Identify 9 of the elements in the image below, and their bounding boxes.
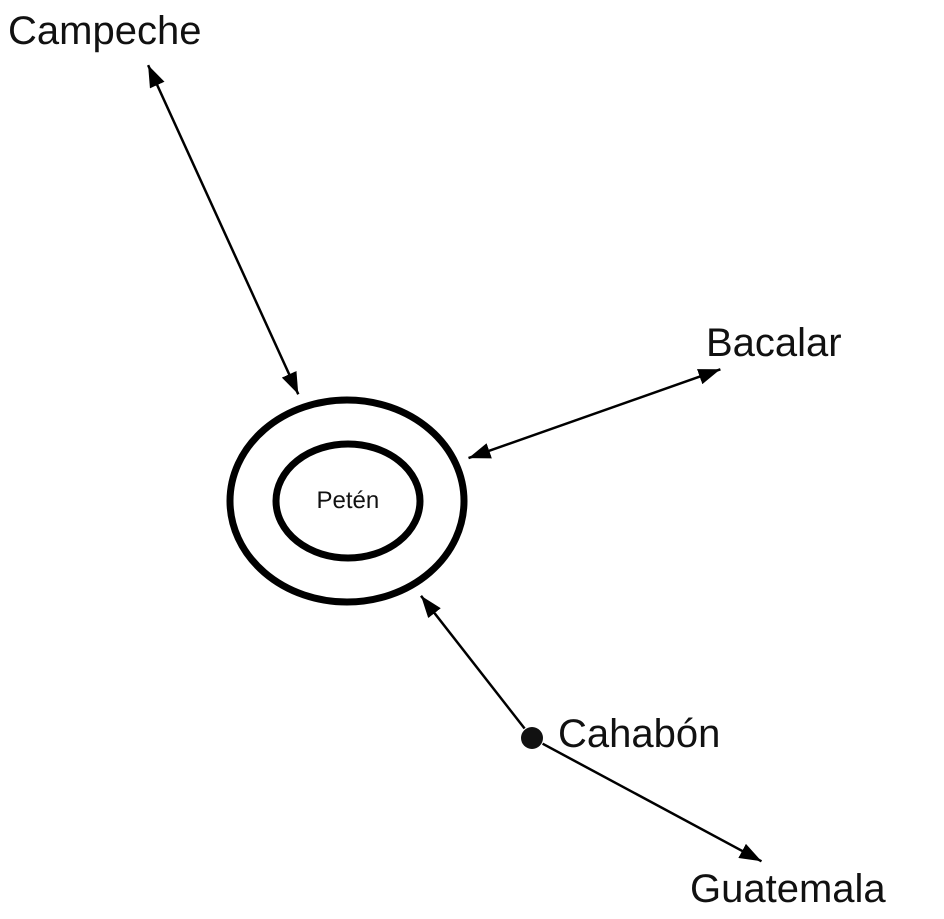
place-label: Guatemala [690, 866, 940, 914]
place-label: Cahabón [558, 714, 720, 754]
double-arrow [468, 367, 721, 460]
arrow [420, 595, 526, 730]
arrow [542, 742, 762, 862]
place-label: Petén [316, 489, 380, 513]
place-label: Bacalar [706, 320, 884, 366]
double-arrow [146, 64, 300, 395]
place-label: Campeche [8, 8, 258, 56]
